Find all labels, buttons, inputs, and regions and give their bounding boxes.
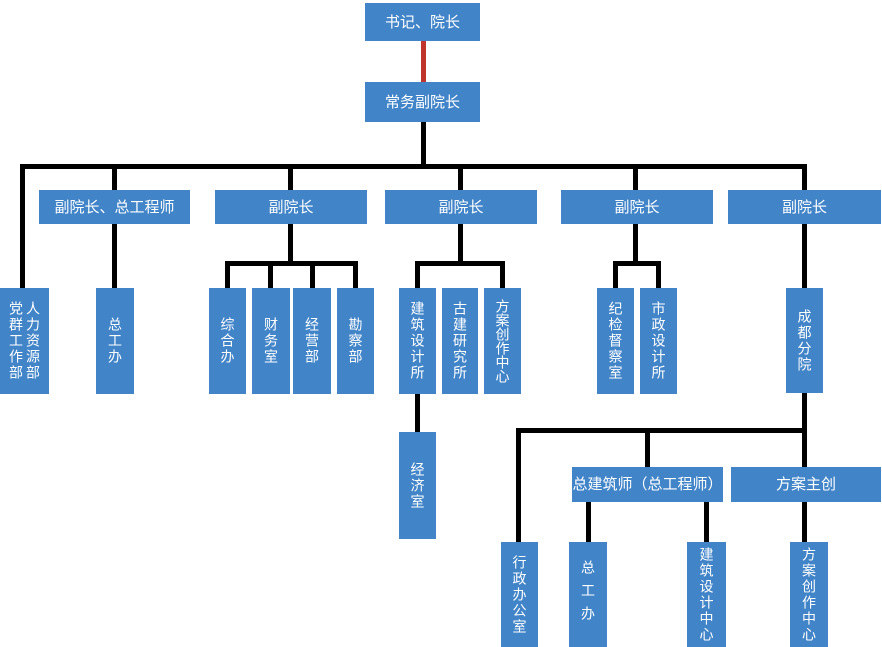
node-vice-president-4[interactable]: 副院长: [728, 190, 881, 224]
node-discipline-inspection-office[interactable]: 纪检督察室: [597, 288, 634, 394]
node-executive-vice-president[interactable]: 常务副院长: [365, 82, 480, 122]
connector-line: [516, 428, 521, 542]
node-branch-chief-engineer-office[interactable]: 总工办: [569, 542, 607, 647]
connector-line: [268, 261, 273, 288]
party-mass-dept-label: 党群工作部: [8, 301, 24, 381]
node-architecture-design-institute[interactable]: 建筑设计所: [399, 288, 436, 394]
node-scheme-lead[interactable]: 方案主创: [731, 467, 881, 502]
node-general-office[interactable]: 综合办: [209, 288, 246, 394]
connector-line: [645, 428, 650, 467]
hr-dept-label: 人力资源部: [25, 301, 41, 381]
connector-line: [310, 261, 315, 288]
node-admin-office[interactable]: 行政办公室: [501, 542, 538, 647]
connector-line: [421, 122, 426, 169]
connector-line: [633, 164, 638, 190]
node-municipal-design-institute[interactable]: 市政设计所: [640, 288, 677, 394]
connector-line: [415, 261, 505, 266]
connector-line: [613, 261, 618, 288]
connector-line: [802, 428, 807, 467]
node-chief-engineer-office[interactable]: 总工办: [96, 288, 134, 394]
connector-line: [500, 261, 505, 288]
connector-line: [415, 394, 420, 432]
node-vice-president-2[interactable]: 副院长: [385, 190, 537, 224]
node-party-mass-and-hr-dept[interactable]: 党群工作部 人力资源部: [0, 288, 49, 394]
node-vp-chief-engineer[interactable]: 副院长、总工程师: [39, 190, 190, 224]
connector-line: [458, 224, 463, 266]
connector-line: [633, 224, 638, 266]
connector-line: [516, 428, 807, 433]
connector-line: [802, 393, 807, 433]
node-scheme-creation-center[interactable]: 方案创作中心: [484, 288, 521, 394]
node-operations-dept[interactable]: 经营部: [293, 288, 331, 394]
connector-line-red: [421, 41, 426, 82]
node-economics-office[interactable]: 经济室: [399, 432, 436, 539]
connector-line: [20, 164, 25, 288]
connector-line: [288, 224, 293, 266]
node-survey-dept[interactable]: 勘察部: [337, 288, 374, 394]
connector-line: [656, 261, 661, 288]
connector-line: [802, 502, 807, 542]
node-secretary-president[interactable]: 书记、院长: [365, 3, 480, 41]
node-vice-president-1[interactable]: 副院长: [215, 190, 367, 224]
node-ancient-architecture-institute[interactable]: 古建研究所: [442, 288, 478, 394]
connector-line: [802, 224, 807, 288]
node-branch-scheme-creation-center[interactable]: 方案创作中心: [790, 542, 828, 647]
connector-line: [112, 224, 117, 288]
node-chengdu-branch[interactable]: 成都分院: [786, 288, 823, 393]
node-vice-president-3[interactable]: 副院长: [561, 190, 713, 224]
node-finance-office[interactable]: 财务室: [252, 288, 290, 394]
connector-line: [613, 261, 661, 266]
connector-line: [586, 502, 591, 542]
connector-line: [704, 502, 709, 542]
connector-line: [353, 261, 358, 288]
connector-line: [802, 164, 807, 190]
connector-line: [288, 164, 293, 190]
connector-line: [225, 261, 358, 266]
connector-line: [225, 261, 230, 288]
connector-line: [20, 164, 807, 169]
connector-line: [415, 261, 420, 288]
node-architecture-design-center[interactable]: 建筑设计中心: [687, 542, 726, 647]
connector-line: [112, 164, 117, 190]
node-chief-architect[interactable]: 总建筑师（总工程师）: [572, 467, 723, 502]
connector-line: [458, 164, 463, 190]
